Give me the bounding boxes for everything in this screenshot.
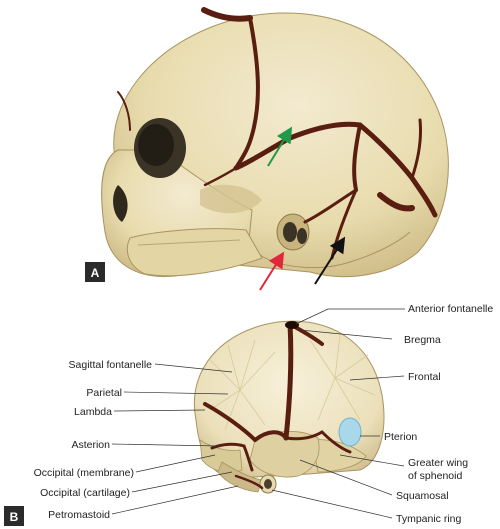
label-occipital-cartilage: Occipital (cartilage) (40, 487, 130, 499)
red-arrow (259, 251, 285, 291)
label-parietal: Parietal (86, 387, 122, 399)
label-bregma: Bregma (404, 334, 441, 346)
panel-a-label: A (91, 266, 100, 280)
label-frontal: Frontal (408, 371, 441, 383)
label-tympanic-ring: Tympanic ring (396, 513, 462, 525)
green-arrow (267, 126, 293, 167)
label-anterior-fontanelle: Anterior fontanelle (408, 303, 493, 315)
label-occipital-membrane: Occipital (membrane) (34, 467, 134, 479)
label-asterion: Asterion (71, 439, 110, 451)
leader-lines (111, 308, 405, 519)
label-sagittal-fontanelle: Sagittal fontanelle (69, 359, 153, 371)
bone-texture (209, 334, 376, 431)
skull-lateral-view (101, 7, 449, 291)
label-pterion: Pterion (384, 431, 417, 443)
pterion-highlight (338, 417, 362, 447)
neonatal-skull-view (193, 320, 385, 494)
panel-b-badge (4, 506, 24, 526)
panel-a-badge (85, 262, 105, 282)
panel-b-label: B (10, 510, 19, 524)
label-squamosal: Squamosal (396, 490, 449, 502)
label-greater-wing-line2: of sphenoid (408, 470, 462, 482)
label-petromastoid: Petromastoid (48, 509, 110, 521)
label-lambda: Lambda (74, 406, 112, 418)
label-greater-wing-line1: Greater wing (408, 457, 468, 469)
black-arrow (314, 236, 346, 285)
